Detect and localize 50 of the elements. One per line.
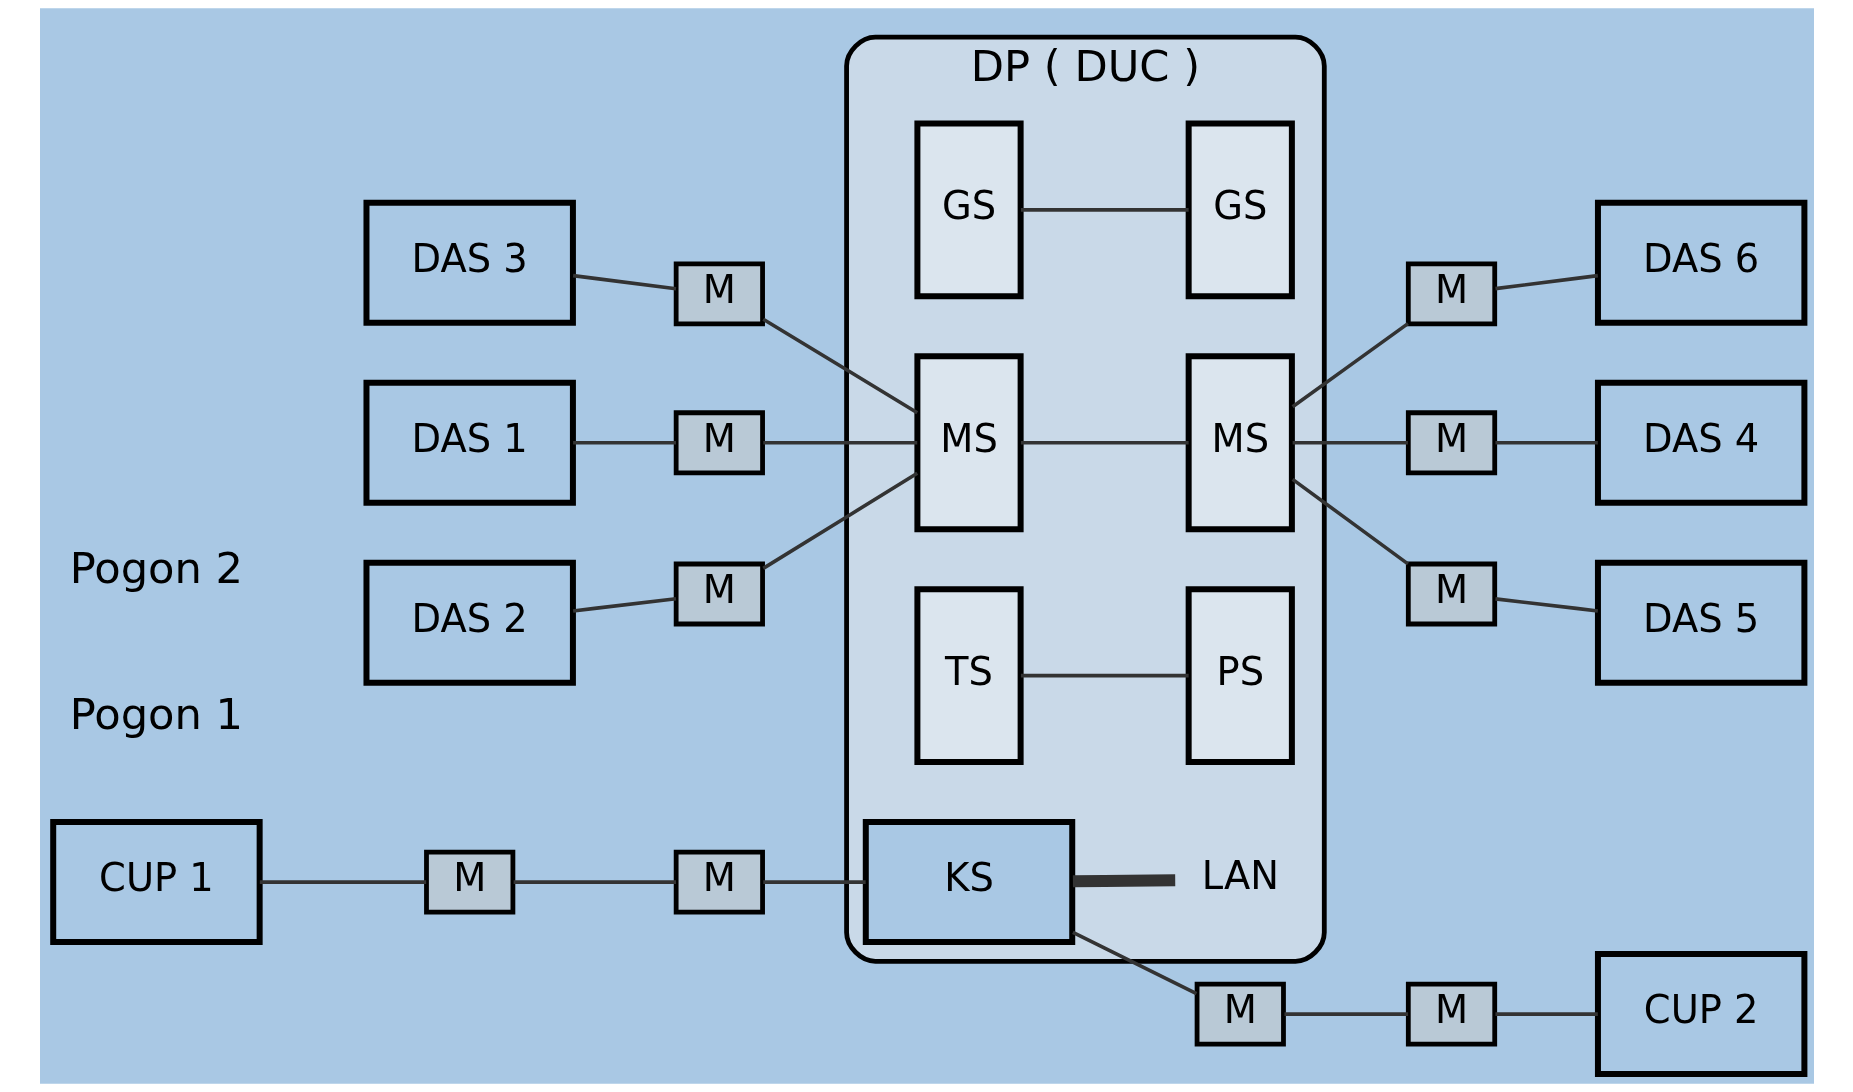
node-box: M	[1405, 261, 1497, 327]
node-box: M	[1405, 410, 1497, 476]
connector	[572, 273, 676, 291]
node-box: M	[673, 410, 765, 476]
connector	[1494, 597, 1598, 613]
node-text: LAN	[1201, 852, 1279, 898]
node-box: M	[1405, 981, 1497, 1047]
node-box: M	[1194, 981, 1286, 1047]
connector	[1020, 208, 1189, 212]
node-box: CUP 1	[49, 819, 263, 946]
connector	[513, 880, 676, 884]
connector	[762, 440, 917, 445]
node-box: DAS 3	[362, 199, 576, 326]
connector	[1283, 1012, 1408, 1016]
connector	[572, 440, 676, 445]
node-box: CUP 2	[1594, 951, 1807, 1078]
connector	[1020, 673, 1189, 678]
connector	[761, 471, 918, 570]
node-box: TS	[913, 586, 1024, 766]
label: Pogon 2	[69, 542, 243, 593]
connector	[1291, 477, 1409, 566]
connector	[572, 597, 676, 613]
node-box: DAS 6	[1594, 199, 1807, 326]
connector	[1071, 930, 1197, 996]
node-box: M	[673, 561, 765, 627]
node-box: DAS 4	[1594, 379, 1807, 506]
node-box: M	[673, 261, 765, 327]
connector	[1494, 440, 1598, 445]
node-box: KS	[862, 819, 1075, 946]
node-box: PS	[1185, 586, 1295, 766]
connector	[761, 317, 918, 415]
connector	[1494, 1012, 1598, 1016]
connector	[1292, 440, 1408, 445]
node-box: M	[423, 849, 515, 915]
connector	[1291, 322, 1409, 409]
node-box: GS	[913, 120, 1024, 300]
node-box: DAS 1	[362, 379, 576, 506]
node-box: DAS 2	[362, 559, 576, 686]
connector	[1020, 440, 1189, 445]
node-box: DAS 5	[1594, 559, 1807, 686]
label: Pogon 1	[69, 689, 243, 740]
node-box: GS	[1185, 120, 1295, 300]
connector	[1494, 273, 1598, 291]
connector	[762, 880, 866, 884]
node-box: MS	[1185, 353, 1295, 533]
node-box: M	[1405, 561, 1497, 627]
connector	[1072, 874, 1175, 888]
connector	[259, 880, 426, 884]
node-box: MS	[913, 353, 1024, 533]
node-box: M	[673, 849, 765, 915]
